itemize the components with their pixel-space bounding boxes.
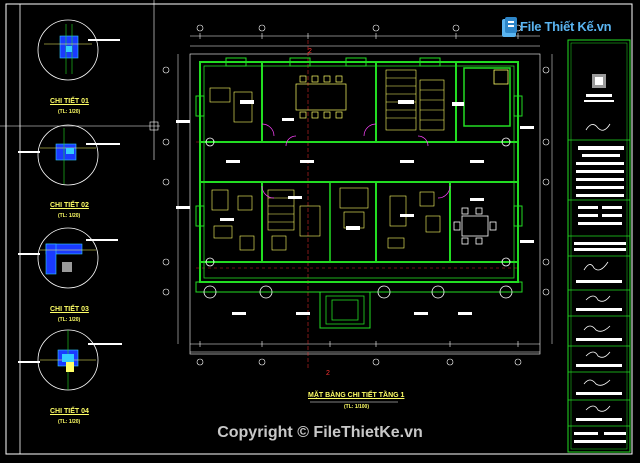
floor-plan [162, 24, 553, 403]
title-block-text-bars [574, 94, 626, 443]
dining-table [453, 207, 497, 245]
axis-bubbles [162, 24, 550, 366]
room-label-tags [176, 100, 534, 315]
detail-01-callout [37, 19, 120, 81]
window-marks [195, 57, 523, 227]
drawing-title: MẶT BẰNG CHI TIẾT TẦNG 1 [308, 392, 405, 399]
detail-03-title: CHI TIẾT 03 [50, 306, 89, 313]
detail-03-callout [18, 227, 118, 289]
detail-02-scale: (TL: 1/20) [58, 213, 81, 219]
sheet-border [5, 3, 633, 455]
stair-bottom-left [267, 189, 295, 231]
grid-marker-top: 2 [308, 48, 312, 55]
door-swings [261, 123, 451, 199]
exterior-walls [199, 61, 519, 283]
detail-02-title: CHI TIẾT 02 [50, 202, 89, 209]
veranda-columns [203, 137, 513, 299]
detail-01-scale: (TL: 1/20) [58, 109, 81, 115]
detail-01-title: CHI TIẾT 01 [50, 98, 89, 105]
detail-02-callout [18, 124, 120, 186]
detail-04-callout [18, 329, 122, 391]
crosshair-box [149, 121, 159, 131]
dimension-frame [189, 53, 541, 355]
conference-table [295, 75, 347, 119]
brand-name: File Thiết Kế.vn [520, 19, 612, 34]
dimension-ticks [199, 33, 519, 347]
detail-03-scale: (TL: 1/20) [58, 317, 81, 323]
grid-marker-bottom: 2 [326, 370, 330, 377]
detail-04-title: CHI TIẾT 04 [50, 408, 89, 415]
signatures [583, 123, 611, 412]
brand-watermark: File Thiết Kế.vn [500, 14, 612, 40]
entrance-steps [319, 291, 371, 329]
drawing-scale: (TL: 1/100) [344, 404, 370, 410]
detail-04-scale: (TL: 1/20) [58, 419, 81, 425]
office-furniture [209, 87, 441, 251]
copyright-watermark: Copyright © FileThietKe.vn [217, 424, 423, 441]
annex-room [463, 67, 511, 127]
veranda-edge [195, 281, 523, 293]
stair-top-center [385, 69, 445, 131]
title-block [567, 39, 631, 453]
folder-icon [502, 17, 517, 37]
